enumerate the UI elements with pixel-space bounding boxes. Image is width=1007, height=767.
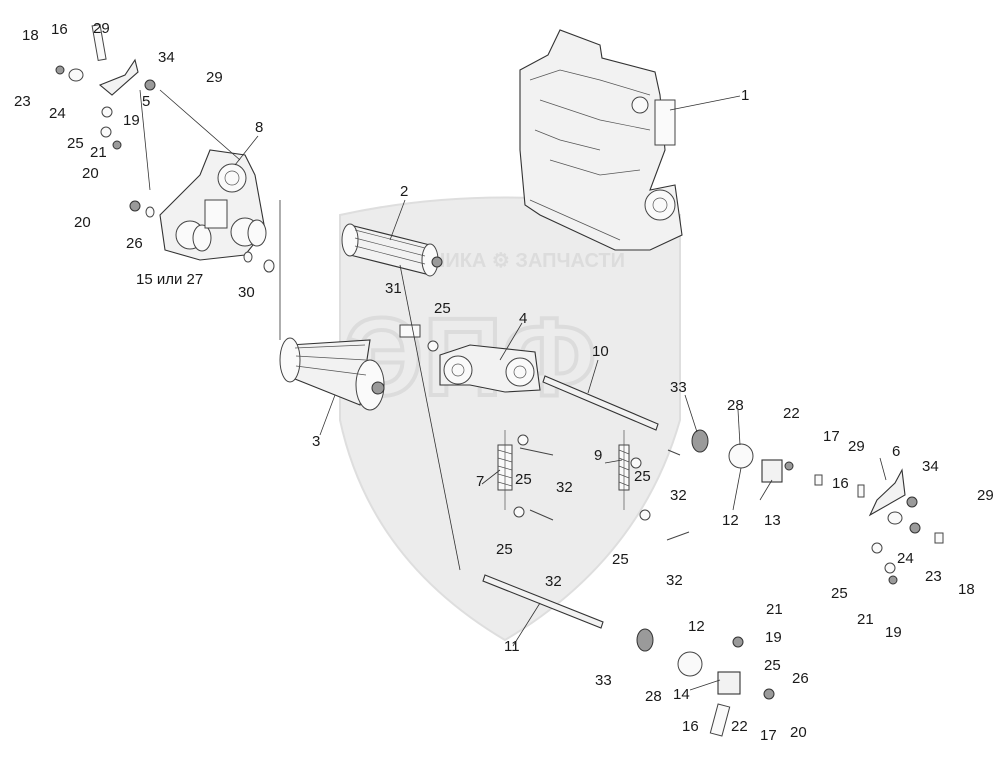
callout-34-right: 34 (922, 458, 939, 475)
callout-6: 6 (892, 443, 900, 460)
callout-10: 10 (592, 343, 609, 360)
callout-24-top-left: 24 (49, 105, 66, 122)
callout-16-bottom: 16 (682, 718, 699, 735)
callout-16-right: 16 (832, 475, 849, 492)
callout-33-upper: 33 (670, 379, 687, 396)
callout-1: 1 (741, 87, 749, 104)
callout-4: 4 (519, 310, 527, 327)
callout-26-bottom: 26 (792, 670, 809, 687)
callout-25-right: 25 (831, 585, 848, 602)
watermark: ТЕХНИКА ⚙ ЗАПЧАСТИ ЭПФ (339, 196, 681, 642)
callout-32-spring9-upper: 32 (670, 487, 687, 504)
callout-17-bottom: 17 (760, 727, 777, 744)
callout-15-or-27: 15 или 27 (136, 271, 203, 288)
leader-lines (139, 89, 887, 691)
callout-20-bottom: 20 (790, 724, 807, 741)
callout-18-top-left: 18 (22, 27, 39, 44)
callout-3: 3 (312, 433, 320, 450)
callout-29-right-b: 29 (977, 487, 994, 504)
watermark-brand-text: ТЕХНИКА ⚙ ЗАПЧАСТИ (392, 250, 625, 272)
callout-13: 13 (764, 512, 781, 529)
part-7-spring (497, 430, 513, 510)
callout-24-right: 24 (897, 550, 914, 567)
callout-20-left-b: 20 (74, 214, 91, 231)
callout-12-upper: 12 (722, 512, 739, 529)
part-11-shaft (482, 574, 604, 629)
callout-32-spring7-lower: 32 (545, 573, 562, 590)
bearings-and-hardware (55, 23, 944, 737)
callout-labels: 1 2 3 4 5 6 7 8 9 10 11 12 12 13 14 15 и… (14, 20, 994, 744)
callout-19-top-left: 19 (123, 112, 140, 129)
callout-14: 14 (673, 686, 690, 703)
callout-25-top-center: 25 (434, 300, 451, 317)
callout-18-right: 18 (958, 581, 975, 598)
callout-20-left-a: 20 (82, 165, 99, 182)
callout-11: 11 (504, 638, 520, 655)
part-10-shaft (542, 375, 659, 431)
part-1-frame-housing (519, 29, 683, 251)
callout-16-top-left: 16 (51, 21, 68, 38)
part-9-spring (618, 430, 630, 510)
callout-2: 2 (400, 183, 408, 200)
callout-7: 7 (476, 473, 484, 490)
part-4-bracket (439, 344, 541, 393)
callout-21-right: 21 (857, 611, 874, 628)
callout-22-right: 22 (783, 405, 800, 422)
callout-29-right-a: 29 (848, 438, 865, 455)
callout-34-top-left: 34 (158, 49, 175, 66)
callout-25-spring7-upper: 25 (515, 471, 532, 488)
callout-12-lower: 12 (688, 618, 705, 635)
callout-29-top-left-b: 29 (206, 69, 223, 86)
callout-33-lower: 33 (595, 672, 612, 689)
callout-25-spring7-lower: 25 (496, 541, 513, 558)
callout-25-spring9-lower: 25 (612, 551, 629, 568)
callout-28-upper: 28 (727, 397, 744, 414)
callout-9: 9 (594, 447, 602, 464)
callout-22-bottom: 22 (731, 718, 748, 735)
part-3-lower-roller (279, 337, 385, 411)
callout-25-spring9-upper: 25 (634, 468, 651, 485)
callout-19-right: 19 (885, 624, 902, 641)
callout-21-top-left: 21 (90, 144, 107, 161)
callout-32-spring9-lower: 32 (666, 572, 683, 589)
callout-23-top-left: 23 (14, 93, 31, 110)
callout-8: 8 (255, 119, 263, 136)
callout-25-bottom: 25 (764, 657, 781, 674)
watermark-shield-shape (339, 196, 681, 642)
callout-17-right: 17 (823, 428, 840, 445)
callout-21-bottom: 21 (766, 601, 783, 618)
callout-29-top-left-a: 29 (93, 20, 110, 37)
callout-31: 31 (385, 280, 402, 297)
callout-23-right: 23 (925, 568, 942, 585)
part-8-gearbox (159, 149, 267, 261)
callout-5: 5 (142, 93, 150, 110)
callout-32-spring7-upper: 32 (556, 479, 573, 496)
callout-30: 30 (238, 284, 255, 301)
callout-25-top-left: 25 (67, 135, 84, 152)
callout-28-lower: 28 (645, 688, 662, 705)
callout-19-bottom: 19 (765, 629, 782, 646)
callout-26-left: 26 (126, 235, 143, 252)
